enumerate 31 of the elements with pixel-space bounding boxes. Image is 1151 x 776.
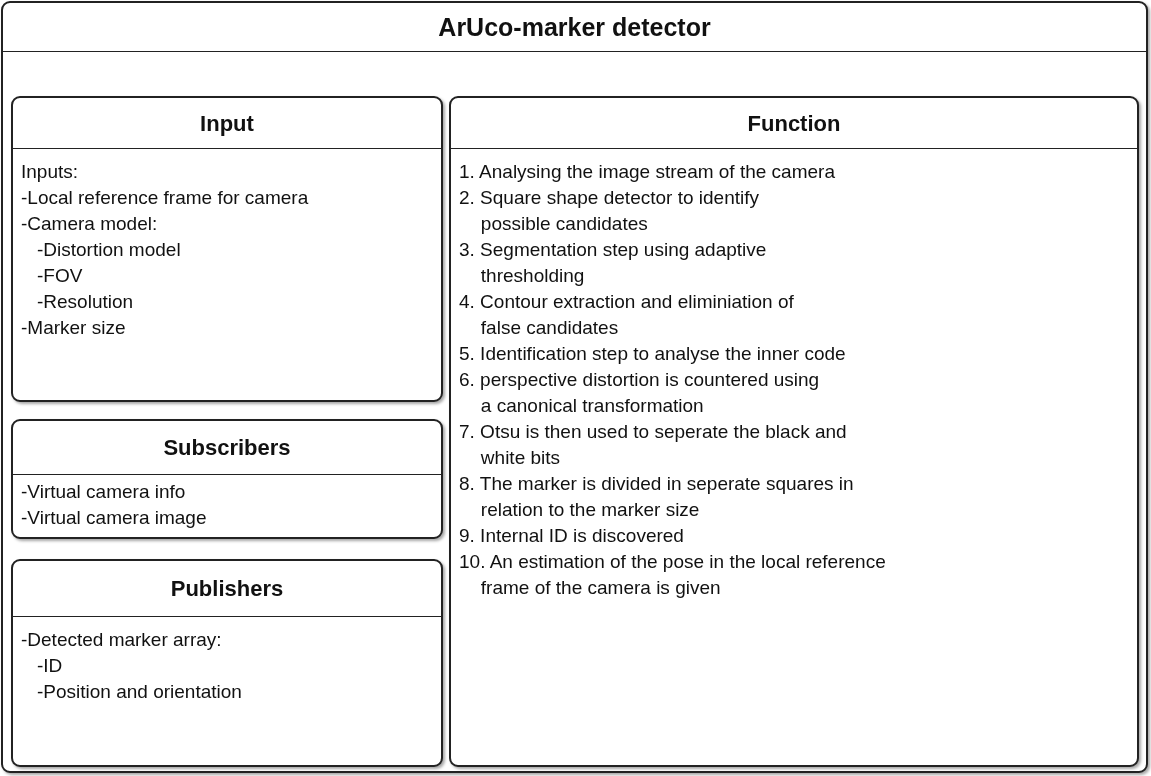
list-item: 2. Square shape detector to identify possible candidates <box>459 186 760 236</box>
panel <box>11 559 443 767</box>
panel-heading: Publishers <box>13 561 441 617</box>
panel-heading: Subscribers <box>13 421 441 475</box>
list-item: 6. perspective distortion is countered using a canonical transformation <box>459 368 821 418</box>
list-item: -FOV <box>37 264 83 288</box>
list-item: 4. Contour extraction and eliminiation of false candidates <box>459 290 795 340</box>
list-item: -Position and orientation <box>37 680 242 704</box>
list-item: -Camera model: <box>21 212 158 236</box>
list-item: -Detected marker array: <box>21 628 222 652</box>
list-item: -Local reference frame for camera <box>21 186 309 210</box>
panel-heading: Function <box>451 98 1137 149</box>
panel-heading: Input <box>13 98 441 149</box>
list-item: -Distortion model <box>37 238 181 262</box>
panel <box>449 96 1139 767</box>
panel <box>11 419 443 539</box>
list-item: -Virtual camera image <box>21 506 207 530</box>
list-item: 5. Identification step to analyse the inner code <box>459 342 846 366</box>
list-item: 9. Internal ID is discovered <box>459 524 684 548</box>
list-item: 8. The marker is divided in seperate squares in relation to the marker size <box>459 472 855 522</box>
list-item: -Virtual camera info <box>21 480 186 504</box>
list-item: Inputs: <box>21 160 79 184</box>
list-item: 1. Analysing the image stream of the camera <box>459 160 835 184</box>
list-item: 10. An estimation of the pose in the local reference frame of the camera is given <box>459 550 887 600</box>
list-item: 7. Otsu is then used to seperate the black and white bits <box>459 420 848 470</box>
list-item: -ID <box>37 654 63 678</box>
list-item: 3. Segmentation step using adaptive thresholding <box>459 238 768 288</box>
list-item: -Resolution <box>37 290 134 314</box>
panel <box>11 96 443 402</box>
panel-heading: ArUco-marker detector <box>3 3 1146 52</box>
list-item: -Marker size <box>21 316 126 340</box>
